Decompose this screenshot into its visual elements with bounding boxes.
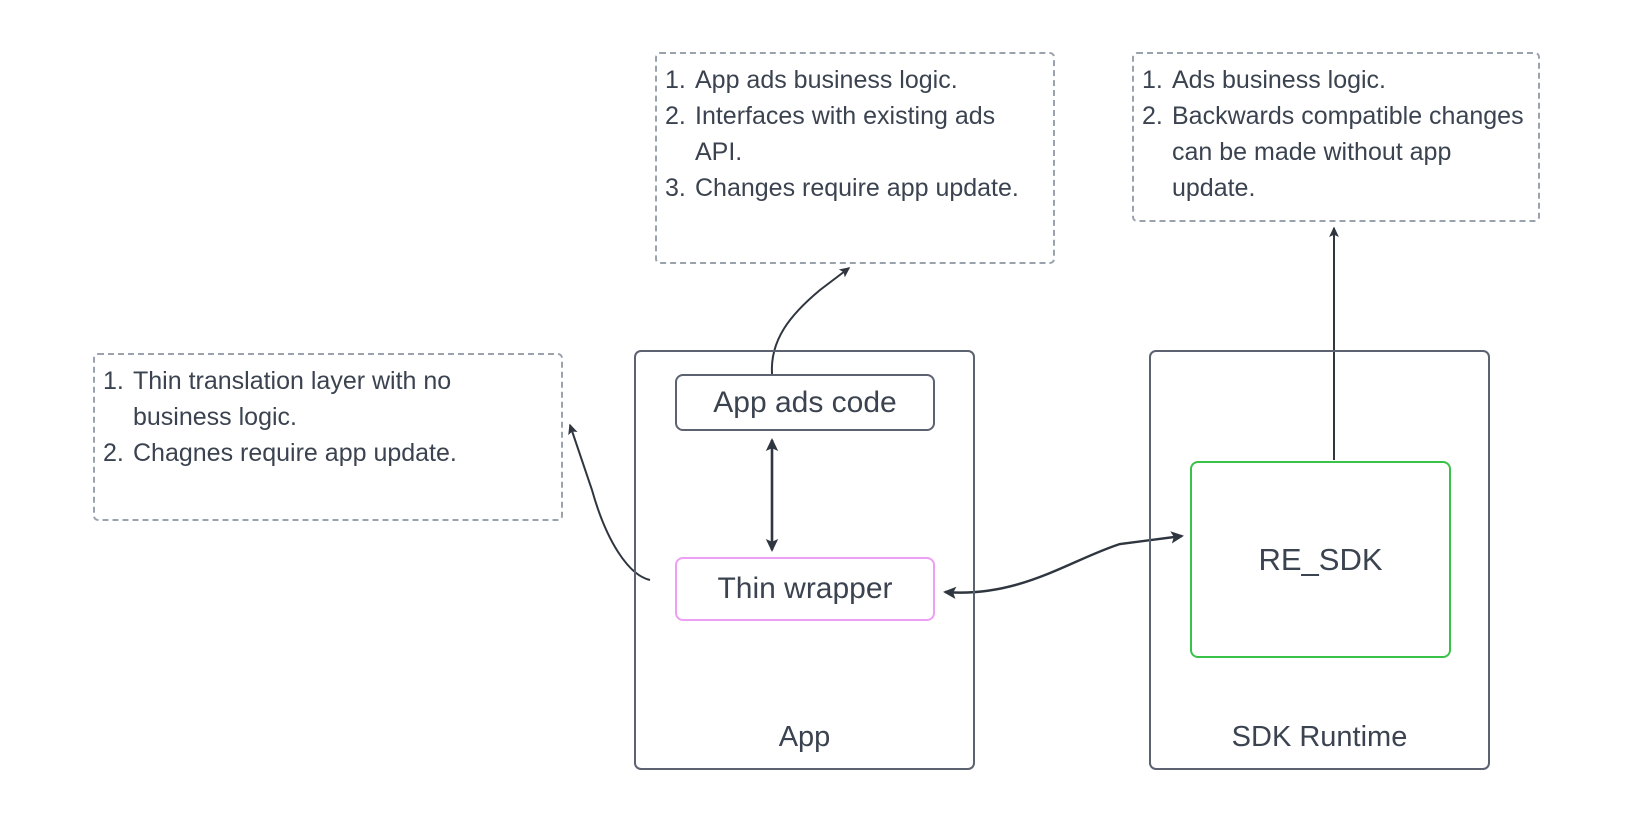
note-item: 3. Changes require app update. (665, 170, 1043, 206)
note-item-text: Changes require app update. (695, 174, 1019, 202)
note-item-number: 3. (665, 174, 686, 202)
node-app-ads-code-label: App ads code (713, 385, 897, 419)
note-item-text: Thin translation layer with no business … (133, 367, 459, 431)
note-item-number: 1. (665, 66, 686, 94)
note-item-number: 2. (665, 102, 686, 130)
note-item-number: 1. (103, 367, 124, 395)
note-item-number: 1. (1142, 66, 1163, 94)
note-item-number: 2. (1142, 102, 1163, 130)
node-thin-wrapper-label: Thin wrapper (717, 572, 893, 605)
note-item: 2. Backwards compatible changes can be m… (1142, 98, 1528, 206)
note-item: 2. Interfaces with existing ads API. (665, 98, 1043, 170)
node-app-ads-code[interactable]: App ads code (675, 374, 935, 431)
node-re-sdk[interactable]: RE_SDK (1190, 461, 1451, 658)
note-re-sdk: 1. Ads business logic. 2. Backwards comp… (1132, 52, 1540, 222)
note-item-text: Backwards compatible changes can be made… (1172, 102, 1531, 202)
connector-thin-wrapper-re-sdk (943, 531, 1184, 600)
note-item-number: 2. (103, 439, 124, 467)
note-item: 1. Thin translation layer with no busine… (103, 363, 551, 435)
note-thin-wrapper: 1. Thin translation layer with no busine… (93, 353, 563, 521)
note-item-text: Interfaces with existing ads API. (695, 102, 1001, 166)
note-item-text: App ads business logic. (695, 66, 958, 94)
container-app: App (634, 350, 975, 770)
container-app-label: App (778, 721, 831, 753)
note-item-text: Ads business logic. (1172, 66, 1387, 94)
note-item: 1. App ads business logic. (665, 62, 1043, 98)
note-app-ads-code-list: 1. App ads business logic. 2. Interfaces… (665, 62, 1043, 206)
note-app-ads-code: 1. App ads business logic. 2. Interfaces… (655, 52, 1055, 264)
container-sdk-runtime-label: SDK Runtime (1231, 721, 1408, 753)
note-item: 1. Ads business logic. (1142, 62, 1528, 98)
note-re-sdk-list: 1. Ads business logic. 2. Backwards comp… (1142, 62, 1528, 206)
node-thin-wrapper[interactable]: Thin wrapper (675, 557, 935, 621)
note-item-text: Chagnes require app update. (133, 439, 457, 467)
container-sdk-runtime: SDK Runtime (1149, 350, 1490, 770)
note-item: 2. Chagnes require app update. (103, 435, 551, 471)
node-re-sdk-label: RE_SDK (1258, 541, 1383, 577)
note-thin-wrapper-list: 1. Thin translation layer with no busine… (103, 363, 551, 471)
